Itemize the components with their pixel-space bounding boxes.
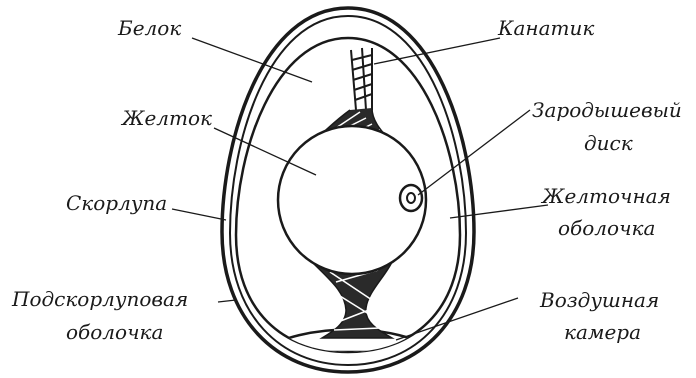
label-zheltok: Желток: [122, 106, 212, 130]
leader-kanatik: [374, 38, 500, 64]
label-zhelt-obol-line2: оболочка: [558, 216, 655, 240]
label-podskorl-line1: Подскорлуповая: [12, 287, 188, 311]
label-zarod-line1: Зародышевый: [532, 98, 682, 122]
leader-skorlupa: [172, 209, 226, 220]
label-skorlupa: Скорлупа: [66, 191, 167, 215]
leader-belok: [192, 38, 312, 82]
label-belok: Белок: [118, 16, 181, 40]
label-zhelt-obol-line1: Желточная: [542, 184, 671, 208]
label-kanatik: Канатик: [498, 16, 594, 40]
leader-zarod: [418, 110, 530, 195]
label-podskorl-line2: оболочка: [66, 320, 163, 344]
germinal-disc: [400, 185, 422, 211]
leader-podskorl: [218, 300, 236, 302]
label-vozd-line1: Воздушная: [540, 288, 659, 312]
label-zarod-line2: диск: [584, 131, 633, 155]
label-vozd-line2: камера: [564, 320, 641, 344]
